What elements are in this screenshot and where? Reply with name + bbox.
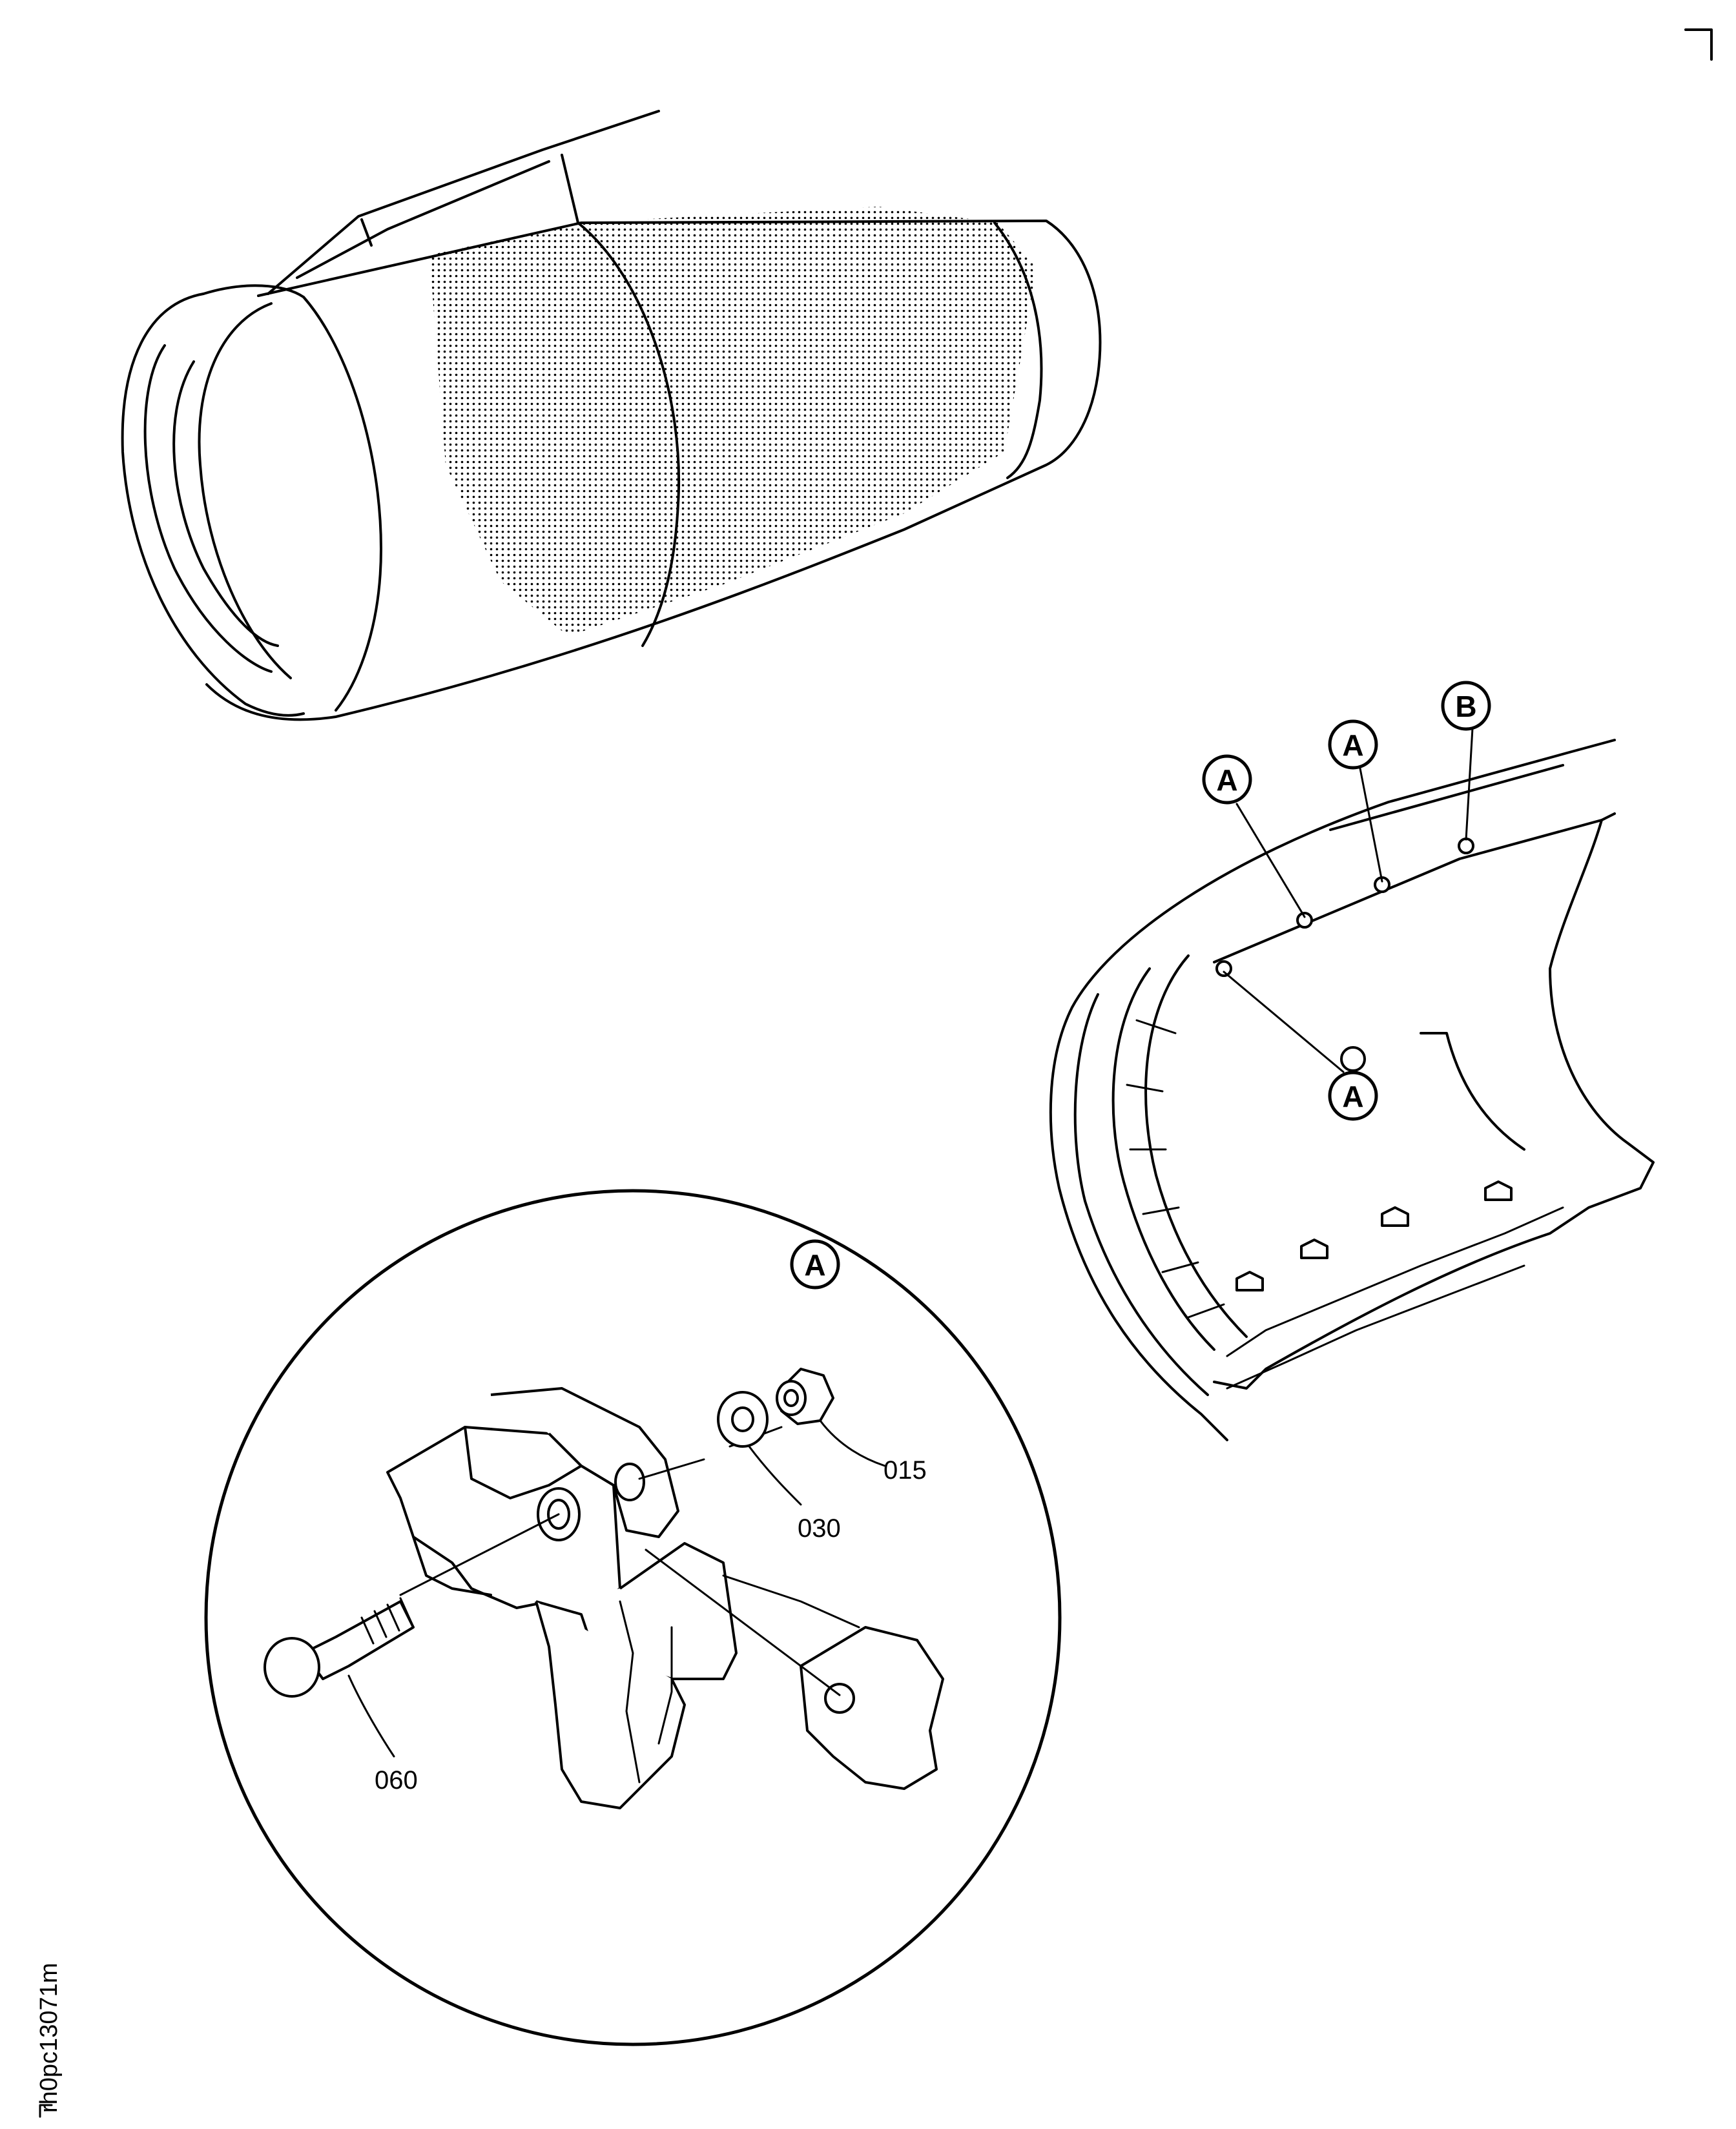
fitting-a-left [1215,960,1232,977]
stippled-panel [429,207,1037,636]
leader-060 [347,1674,395,1758]
svg-text:A: A [1216,763,1237,797]
callout-a-lower: A [1328,1071,1378,1121]
leader-b [1465,727,1474,841]
detail-circle [204,1189,1062,2046]
svg-text:A: A [804,1248,825,1282]
leader-030 [748,1445,802,1506]
fitting-a-upper [1296,912,1313,929]
leader-015 [819,1419,886,1467]
nut-015 [776,1368,834,1425]
callout-a-detail: A [790,1239,840,1290]
engine-nacelle [121,110,1102,721]
washer-030 [717,1391,769,1448]
svg-text:B: B [1455,690,1476,723]
bolt-060 [264,1597,415,1698]
corner-mark [1684,28,1713,61]
figure-id-bracket [39,2104,53,2118]
callout-a-left: A [1202,754,1252,805]
svg-text:A: A [1342,1080,1363,1113]
assembly-axis [399,1513,560,1596]
leader-a-lower [1223,971,1345,1073]
cowl-half-assembly [1049,727,1655,1441]
part-label-015: 015 [884,1456,927,1485]
part-label-030: 030 [798,1514,841,1543]
fitting-b [1458,838,1474,854]
leader-a-mid [1358,764,1383,883]
part-label-060: 060 [375,1766,418,1795]
detail-a-view [204,1189,1062,2046]
leader-a-left [1235,803,1306,918]
callout-b: B [1441,681,1491,731]
figure-id: rh0pc13071m [36,1963,63,2113]
callout-a-mid: A [1328,719,1378,770]
svg-text:A: A [1342,728,1363,762]
